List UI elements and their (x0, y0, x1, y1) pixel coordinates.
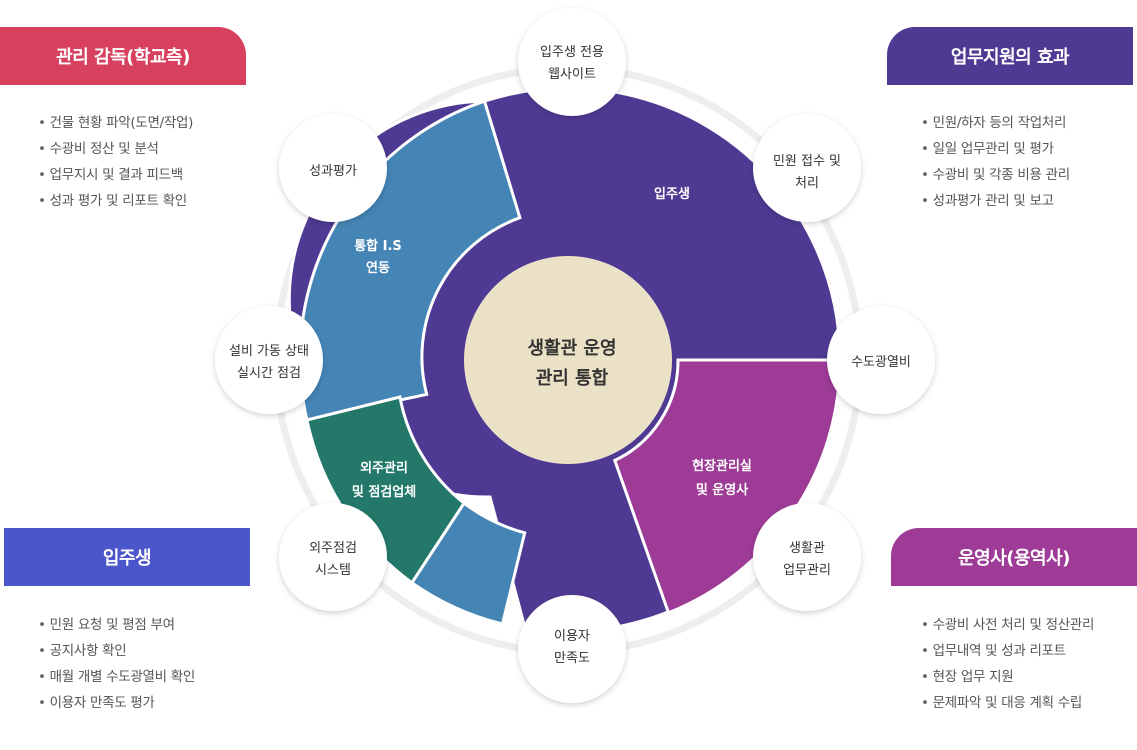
node-inspection: 외주점검 시스템 (279, 503, 387, 611)
operator-task-list: 수광비 사전 처리 및 정산관리 업무내역 및 성과 리포트 현장 업무 지원 … (921, 612, 1095, 716)
segment-label-vendor-1: 외주관리 (360, 460, 408, 476)
list-item: 문제파악 및 대응 계획 수립 (921, 690, 1094, 716)
list-item: 이용자 만족도 평가 (38, 690, 195, 716)
node-text: 웹사이트 (548, 67, 596, 82)
list-item: 매월 개별 수도광열비 확인 (38, 664, 196, 690)
segment-label-resident: 입주생 (654, 187, 690, 202)
list-item: 건물 현황 파악(도면/작업) (38, 110, 194, 136)
node-facility: 설비 가동 상태 실시간 점검 (215, 306, 323, 414)
segment-office (612, 358, 842, 615)
node-text: 입주생 전용 (540, 45, 604, 60)
node-evaluation: 성과평가 (279, 114, 387, 222)
list-item: 수광비 정산 및 분석 (38, 136, 193, 162)
node-text: 민원 접수 및 (773, 154, 841, 169)
list-item: 성과 평가 및 리포트 확인 (38, 188, 193, 214)
node-website: 입주생 전용 웹사이트 (518, 8, 626, 116)
list-item: 공지사항 확인 (38, 638, 195, 664)
segment-label-integration-2: 연동 (366, 261, 390, 276)
effect-list: 민원/하자 등의 작업처리 일일 업무관리 및 평가 수광비 및 각종 비용 관… (921, 110, 1070, 214)
list-item: 수광비 사전 처리 및 정산관리 (921, 612, 1095, 638)
panel-header-school: 관리 감독(학교측) (0, 27, 246, 85)
node-text: 이용자 (554, 629, 590, 644)
node-text: 시스템 (315, 563, 351, 578)
list-item: 수광비 및 각종 비용 관리 (921, 162, 1070, 188)
list-item: 일일 업무관리 및 평가 (921, 136, 1070, 162)
center-title-line2: 관리 통합 (536, 367, 609, 389)
list-item: 업무지시 및 결과 피드백 (38, 162, 193, 188)
list-item: 민원 요청 및 평점 부여 (38, 612, 195, 638)
segment-small-blue (409, 501, 527, 626)
resident-task-list: 민원 요청 및 평점 부여 공지사항 확인 매월 개별 수도광열비 확인 이용자… (38, 612, 196, 716)
node-text: 처리 (795, 176, 819, 191)
panel-header-resident: 입주생 (4, 528, 250, 586)
segment-label-office-2: 및 운영사 (696, 482, 748, 498)
node-utility: 수도광열비 (827, 306, 935, 414)
list-item: 성과평가 관리 및 보고 (921, 188, 1070, 214)
node-text: 업무관리 (783, 563, 831, 578)
center-title-line1: 생활관 운영 (527, 338, 616, 359)
panel-header-effect: 업무지원의 효과 (887, 27, 1133, 85)
segment-label-integration-1: 통합 I.S (354, 238, 402, 254)
list-item: 현장 업무 지원 (921, 664, 1094, 690)
list-item: 업무내역 및 성과 리포트 (921, 638, 1094, 664)
node-text: 만족도 (554, 651, 590, 666)
node-text: 외주점검 (309, 541, 357, 556)
node-work: 생활관 업무관리 (753, 503, 861, 611)
node-text: 생활관 (789, 541, 825, 556)
node-text: 수도광열비 (851, 355, 911, 370)
center-circle (464, 256, 672, 464)
list-item: 민원/하자 등의 작업처리 (921, 110, 1070, 136)
node-complaint: 민원 접수 및 처리 (753, 114, 861, 222)
segment-label-office-1: 현장관리실 (692, 458, 752, 474)
node-satisfaction: 이용자 만족도 (518, 595, 626, 703)
node-text: 실시간 점검 (237, 366, 301, 381)
segment-label-vendor-2: 및 점검업체 (352, 485, 416, 500)
school-task-list: 건물 현황 파악(도면/작업) 수광비 정산 및 분석 업무지시 및 결과 피드… (38, 110, 194, 214)
panel-header-operator: 운영사(용역사) (891, 528, 1137, 586)
node-text: 설비 가동 상태 (229, 344, 309, 359)
node-text: 성과평가 (309, 164, 357, 179)
